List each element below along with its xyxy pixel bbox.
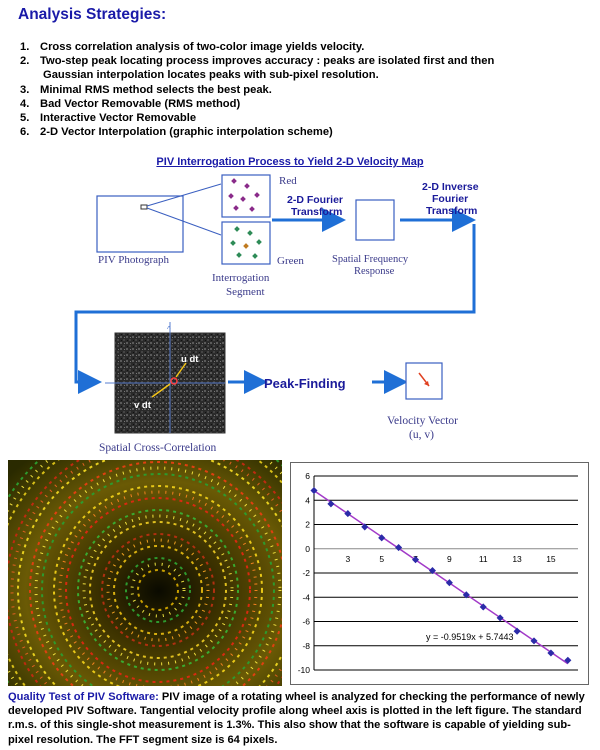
caption-heading: Quality Test of PIV Software:	[8, 691, 159, 703]
inverse-label-2: Fourier	[432, 193, 468, 205]
interrogation-label: Interrogation	[212, 272, 270, 284]
velocity-vector-label: Velocity Vector	[387, 415, 458, 427]
x-tick-label: 5	[379, 554, 384, 564]
y-tick-label: 6	[305, 471, 310, 481]
y-tick-labels: 6 4 2 0 -2 -4 -6 -8 -10	[298, 471, 311, 675]
trendline-equation: y = -0.9519x + 5.7443	[426, 632, 514, 642]
list-item: 6.2-D Vector Interpolation (graphic inte…	[20, 126, 333, 139]
peak-finding-label: Peak-Finding	[264, 376, 346, 391]
rotating-wheel-image	[8, 460, 282, 686]
y-tick-label: 0	[305, 544, 310, 554]
x-tick-label: 15	[546, 554, 556, 564]
velocity-vector-box	[405, 362, 443, 400]
interrogation-marker	[140, 204, 148, 210]
list-item: 3.Minimal RMS method selects the best pe…	[20, 83, 272, 96]
strategy-list: 1.Cross correlation analysis of two-colo…	[20, 40, 590, 139]
chart-gridlines	[313, 475, 578, 671]
piv-photograph-box	[96, 195, 184, 253]
v-dt-label: v dt	[134, 400, 152, 411]
x-tick-label: 13	[512, 554, 522, 564]
piv-photograph-label: PIV Photograph	[98, 254, 169, 266]
spatial-frequency-label: Spatial Frequency	[332, 254, 409, 265]
svg-text:^: ^	[167, 325, 171, 334]
diagram-title: PIV Interrogation Process to Yield 2-D V…	[156, 156, 424, 168]
spatial-frequency-box	[355, 199, 395, 241]
x-tick-label: 9	[447, 554, 452, 564]
y-tick-label: 4	[305, 495, 310, 505]
velocity-uv-label: (u, v)	[409, 429, 434, 441]
peak-marker	[170, 377, 178, 385]
green-segment-box	[221, 221, 271, 265]
y-tick-label: -8	[302, 641, 310, 651]
inverse-label-3: Transform	[426, 205, 477, 217]
trendline	[313, 490, 569, 665]
page-title: Analysis Strategies:	[18, 6, 167, 23]
x-tick-label: 3	[345, 554, 350, 564]
piv-process-diagram: PIV Photograph Red Green Interrogation S…	[74, 174, 479, 454]
red-segment-box	[221, 174, 271, 218]
y-tick-label: -6	[302, 617, 310, 627]
list-item: 1.Cross correlation analysis of two-colo…	[20, 41, 365, 53]
x-tick-label: 11	[479, 554, 488, 564]
cross-correlation-label: Spatial Cross-Correlation	[99, 442, 216, 454]
connector-arrow	[74, 224, 476, 394]
green-label: Green	[277, 255, 304, 267]
caption: Quality Test of PIV Software: PIV image …	[8, 690, 594, 747]
y-tick-label: -4	[302, 592, 310, 602]
data-point	[445, 579, 453, 587]
red-particles	[228, 178, 260, 212]
data-point	[496, 614, 504, 622]
segment-label: Segment	[226, 286, 265, 298]
list-item: 5.Interactive Vector Removable	[20, 112, 197, 125]
list-item: 2.Two-step peak locating process improve…	[20, 55, 495, 82]
list-item: 4.Bad Vector Removable (RMS method)	[20, 97, 241, 110]
y-tick-label: -2	[302, 568, 310, 578]
fourier-label-2: Transform	[291, 206, 342, 218]
fourier-label-1: 2-D Fourier	[287, 194, 343, 206]
y-tick-label: 2	[305, 520, 310, 530]
caption-body: PIV image of a rotating wheel is analyze…	[8, 691, 585, 746]
u-dt-label: u dt	[181, 354, 199, 365]
inverse-label-1: 2-D Inverse	[422, 181, 479, 193]
y-tick-label: -10	[298, 665, 311, 675]
response-label: Response	[354, 266, 395, 277]
data-point	[479, 603, 487, 611]
green-particles	[230, 226, 262, 259]
red-label: Red	[279, 175, 297, 187]
